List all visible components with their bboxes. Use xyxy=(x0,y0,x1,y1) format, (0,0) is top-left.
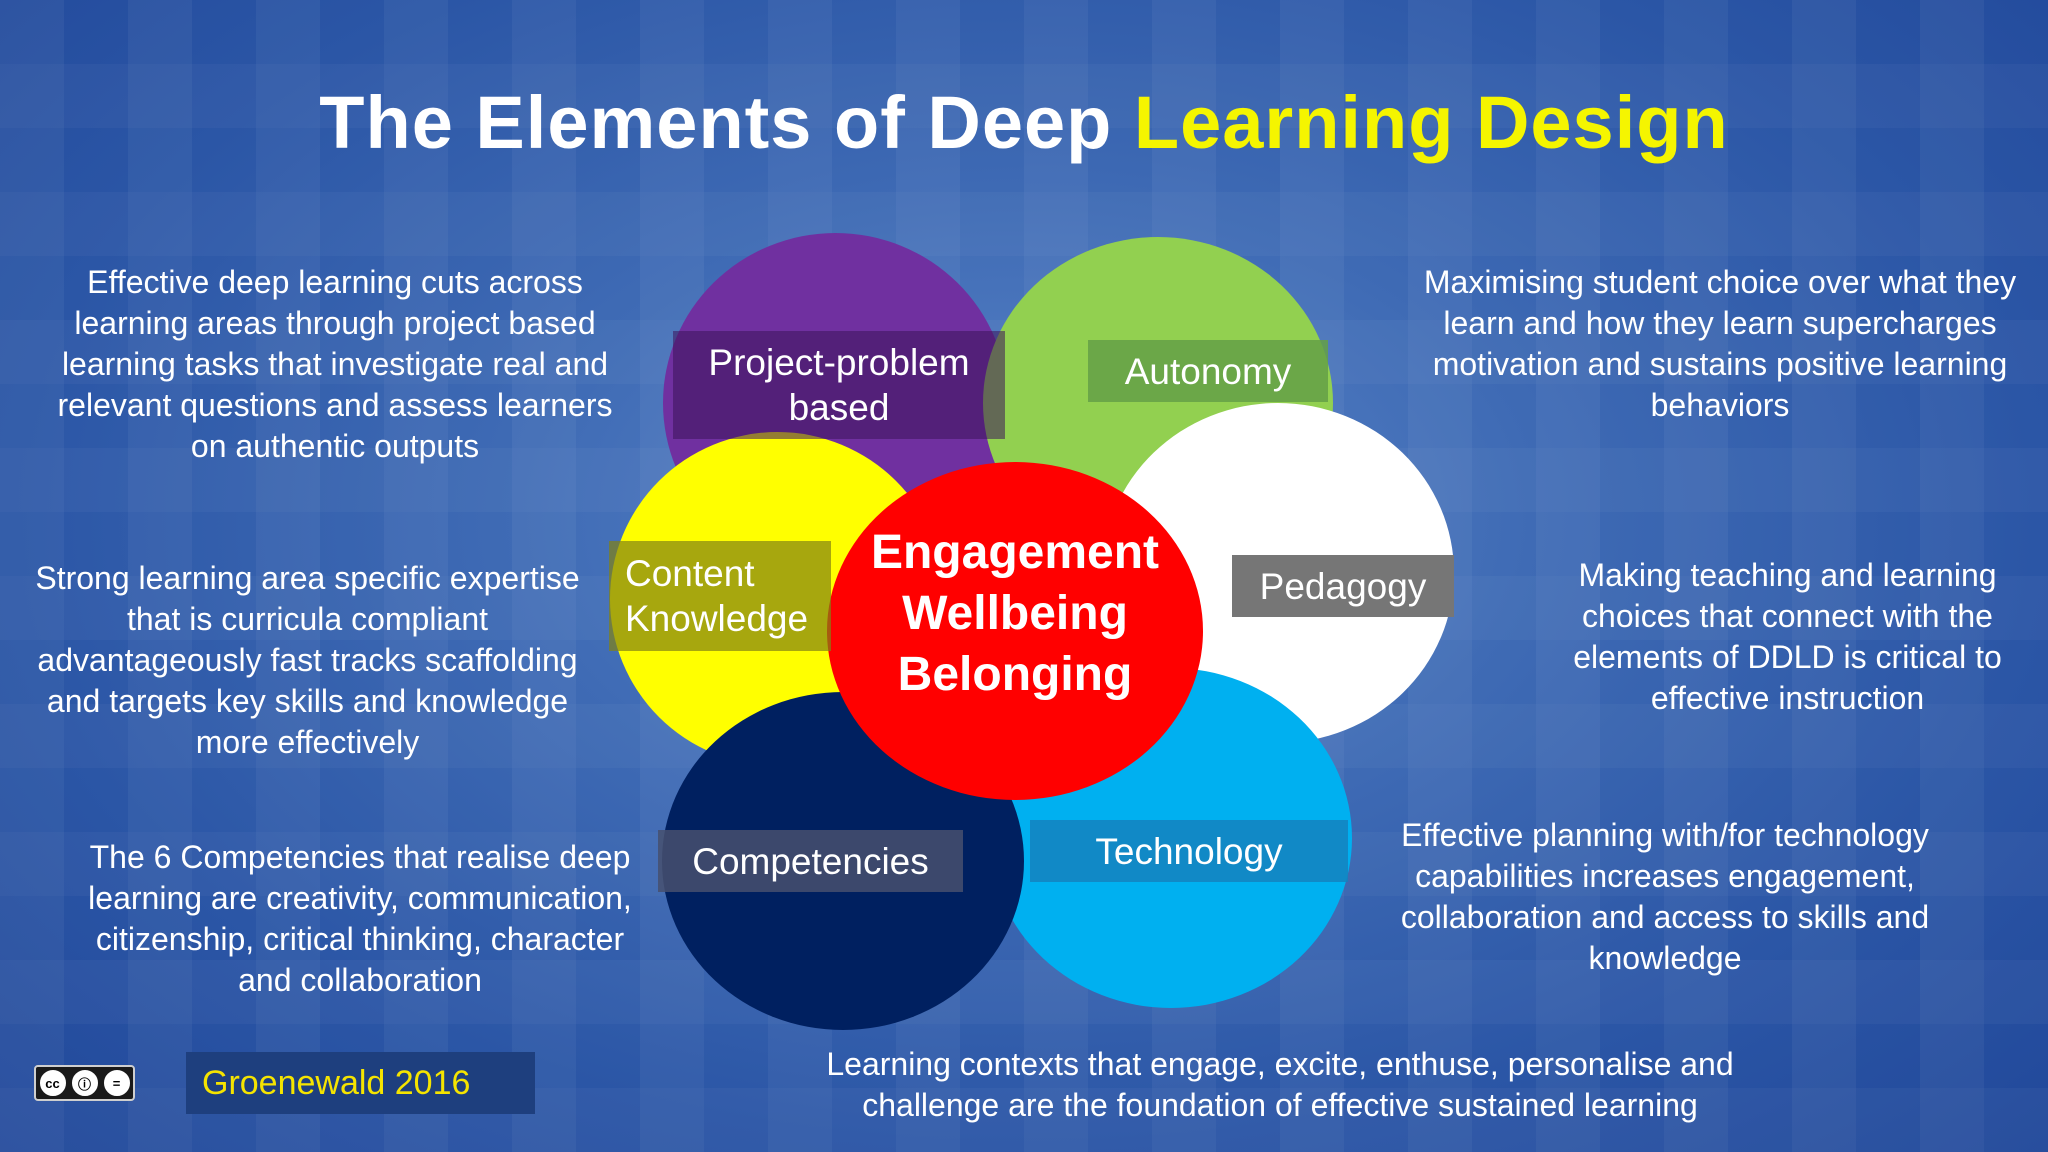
nd-icon: = xyxy=(103,1070,130,1096)
center-line-3: Belonging xyxy=(897,648,1133,701)
pedagogy-label: Pedagogy xyxy=(1232,555,1454,617)
project-description: Effective deep learning cuts across lear… xyxy=(57,264,613,464)
by-icon: ⓘ xyxy=(71,1070,98,1096)
project-label: Project-problem based xyxy=(673,331,1005,439)
pedagogy-description: Making teaching and learning choices tha… xyxy=(1573,557,2002,716)
title-part-2: Learning Design xyxy=(1133,81,1729,164)
cc-icon: cc xyxy=(39,1070,66,1096)
autonomy-description: Maximising student choice over what they… xyxy=(1423,264,2017,423)
cc-by-nd-icon: cc ⓘ = xyxy=(34,1065,135,1101)
autonomy-label: Autonomy xyxy=(1088,340,1328,402)
title-part-1: The Elements of Deep xyxy=(319,81,1113,164)
contexts-description: Learning contexts that engage, excite, e… xyxy=(826,1046,1734,1123)
center-text: Engagement Wellbeing Belonging xyxy=(827,522,1203,705)
competencies-description: The 6 Competencies that realise deep lea… xyxy=(88,839,632,998)
content-description: Strong learning area specific expertise … xyxy=(35,560,580,760)
technology-label: Technology xyxy=(1030,820,1348,882)
credit-label: Groenewald 2016 xyxy=(186,1052,535,1114)
center-line-1: Engagement xyxy=(870,526,1160,579)
center-line-2: Wellbeing xyxy=(902,587,1128,640)
content-label: Content Knowledge xyxy=(609,541,831,651)
technology-description: Effective planning with/for technology c… xyxy=(1400,817,1930,976)
page-title: The Elements of Deep Learning Design xyxy=(0,80,2048,165)
center-circle xyxy=(827,462,1203,800)
competencies-label: Competencies xyxy=(658,830,963,892)
